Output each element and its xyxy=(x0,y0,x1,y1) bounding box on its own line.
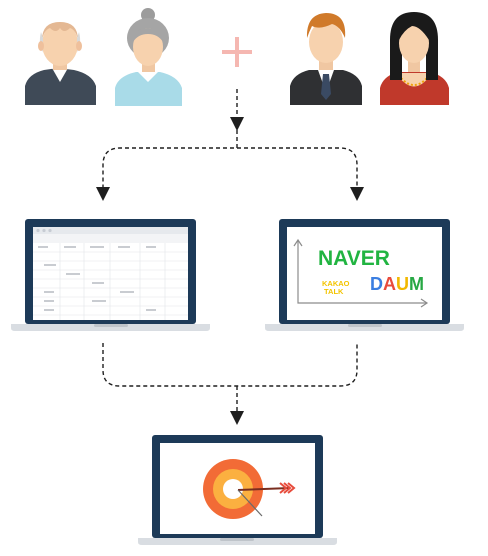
right-laptop: NAVER KAKAO TALK DAUM xyxy=(265,219,464,331)
left-laptop xyxy=(11,219,210,331)
elderly-woman-avatar xyxy=(115,8,182,106)
young-woman-avatar xyxy=(380,12,449,105)
chart-axes xyxy=(293,238,429,308)
bottom-laptop xyxy=(138,435,337,545)
connector-top xyxy=(96,89,364,201)
kakao-label-line2: TALK xyxy=(324,287,344,296)
plus-icon xyxy=(222,37,252,67)
portal-chart-screen xyxy=(287,227,442,320)
young-man-avatar xyxy=(290,13,362,105)
connector-bottom xyxy=(102,343,358,425)
daum-label: DAUM xyxy=(370,274,424,294)
kakao-label-line1: KAKAO xyxy=(322,279,350,288)
elderly-man-avatar xyxy=(25,22,96,105)
target-arrow-icon xyxy=(203,459,296,519)
naver-label: NAVER xyxy=(318,247,390,270)
